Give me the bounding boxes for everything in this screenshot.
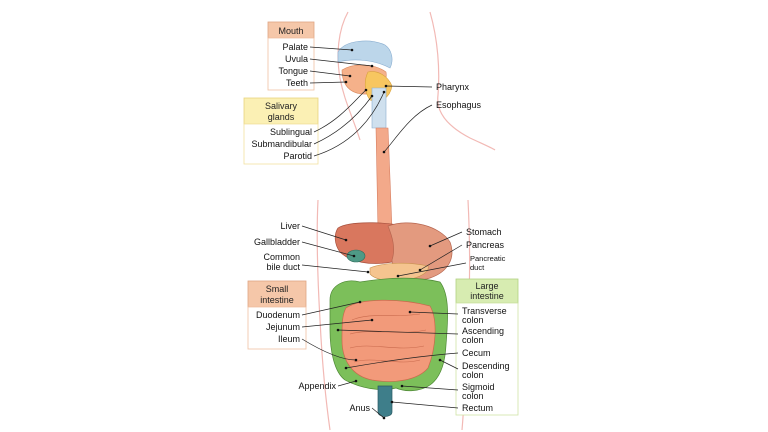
mouth-title: Mouth [278, 26, 303, 36]
label-jejunum: Jejunum [266, 322, 300, 332]
label-transverse-colon-line2: colon [462, 315, 484, 325]
label-duodenum: Duodenum [256, 310, 300, 320]
label-descending-colon-line1: Descending [462, 361, 510, 371]
esophagus-shape [375, 127, 393, 231]
label-descending-colon-line2: colon [462, 370, 484, 380]
label-transverse-colon-line1: Transverse [462, 306, 507, 316]
label-pharynx: Pharynx [436, 82, 470, 92]
salivary-title-line2: glands [268, 112, 295, 122]
label-sigmoid-colon-line2: colon [462, 391, 484, 401]
salivary-label-box [243, 123, 319, 165]
small-intestine-title-box [247, 280, 307, 308]
label-ascending-colon-line1: Ascending [462, 326, 504, 336]
label-anus: Anus [349, 403, 370, 413]
mouth-label-box [267, 37, 315, 91]
label-esophagus: Esophagus [436, 100, 482, 110]
label-appendix: Appendix [298, 381, 336, 391]
large-intestine-title-line1: Large [475, 281, 498, 291]
gallbladder-shape [346, 249, 366, 263]
label-parotid: Parotid [283, 151, 312, 161]
large-intestine-group: Large intestine Transverse colon Ascendi… [336, 278, 519, 416]
label-sigmoid-colon-line1: Sigmoid [462, 382, 495, 392]
mouth-group: Mouth Palate Uvula Tongue Teeth [267, 21, 374, 91]
small-intestine-title-line1: Small [266, 284, 289, 294]
palate-shape [337, 40, 393, 69]
large-intestine-label-box [455, 302, 519, 416]
label-stomach: Stomach [466, 227, 502, 237]
label-palate: Palate [282, 42, 308, 52]
label-submandibular: Submandibular [251, 139, 312, 149]
label-tongue: Tongue [278, 66, 308, 76]
small-intestine-title-line2: intestine [260, 295, 294, 305]
salivary-group: Salivary glands Sublingual Submandibular… [243, 88, 386, 165]
label-ascending-colon-line2: colon [462, 335, 484, 345]
pharynx-shape [371, 87, 387, 129]
label-ileum: Ileum [278, 334, 300, 344]
label-liver: Liver [280, 221, 300, 231]
label-teeth: Teeth [286, 78, 308, 88]
label-uvula: Uvula [285, 54, 308, 64]
label-sublingual: Sublingual [270, 127, 312, 137]
large-intestine-title-box [455, 278, 519, 304]
label-cecum: Cecum [462, 348, 491, 358]
label-gallbladder: Gallbladder [254, 237, 300, 247]
label-pancreas: Pancreas [466, 240, 505, 250]
small-intestine-label-box [247, 306, 307, 350]
label-pancreatic-duct-line1: Pancreatic [470, 254, 506, 263]
mouth-organs [337, 40, 393, 129]
small-intestine-group: Small intestine Duodenum Jejunum Ileum [247, 280, 374, 362]
label-rectum: Rectum [462, 403, 493, 413]
rectum-shape [377, 385, 393, 417]
salivary-title-line1: Salivary [265, 101, 298, 111]
label-pancreatic-duct-line2: duct [470, 263, 485, 272]
small-intestine-folds [349, 313, 427, 363]
salivary-title-box [243, 97, 319, 125]
label-common-bile-duct-line1: Common [263, 252, 300, 262]
large-intestine-title-line2: intestine [470, 291, 504, 301]
label-common-bile-duct-line2: bile duct [266, 262, 300, 272]
